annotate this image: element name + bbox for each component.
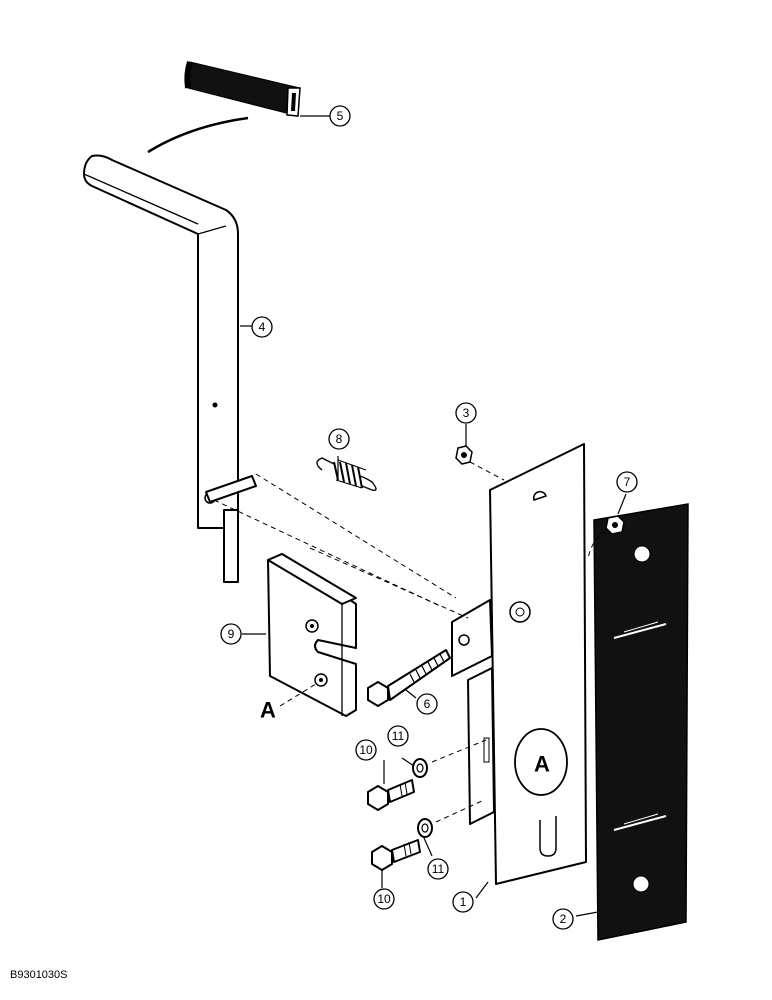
nut-3-part xyxy=(455,445,473,465)
leader-lines xyxy=(240,115,627,917)
assembly-lines xyxy=(213,461,607,823)
callout-11-lower: 11 xyxy=(427,858,449,880)
gasket-part xyxy=(593,503,689,941)
washer-11-upper-part xyxy=(412,758,428,778)
nut-7-part xyxy=(605,515,625,535)
grip-arrow xyxy=(147,116,249,154)
callout-1-label: 1 xyxy=(460,895,467,909)
callout-3: 3 xyxy=(455,402,477,424)
bolt-10-upper-part xyxy=(367,779,415,811)
callout-10-upper-label: 10 xyxy=(359,743,373,757)
callout-8-label: 8 xyxy=(336,432,343,446)
bolt-10-lower-part xyxy=(371,839,421,871)
callout-10-lower: 10 xyxy=(373,888,395,910)
latch-bracket-part xyxy=(267,553,357,717)
detail-a-label-plate: A xyxy=(534,752,550,777)
callout-3-label: 3 xyxy=(463,406,470,420)
lever-part xyxy=(83,154,257,583)
callout-8: 8 xyxy=(328,428,350,450)
callout-1: 1 xyxy=(452,891,474,913)
figure-code: B9301030S xyxy=(10,969,68,981)
mounting-plate-part xyxy=(451,443,587,885)
callout-5-label: 5 xyxy=(337,109,344,123)
spring-part xyxy=(316,457,377,492)
callout-7-label: 7 xyxy=(624,475,631,489)
callout-2-label: 2 xyxy=(560,912,567,926)
callout-6-label: 6 xyxy=(424,697,431,711)
callout-2: 2 xyxy=(552,908,574,930)
callout-10-lower-label: 10 xyxy=(377,892,391,906)
callout-9: 9 xyxy=(220,623,242,645)
washer-11-lower-part xyxy=(417,818,433,838)
callout-4-label: 4 xyxy=(259,320,266,334)
callout-7: 7 xyxy=(616,471,638,493)
detail-a-label-left: A xyxy=(260,698,276,723)
callout-11-upper: 11 xyxy=(387,725,409,747)
callout-9-label: 9 xyxy=(228,627,235,641)
callout-11-lower-label: 11 xyxy=(432,862,445,876)
bolt-6-part xyxy=(367,649,451,707)
callout-5: 5 xyxy=(329,105,351,127)
callout-11-upper-label: 11 xyxy=(392,729,405,743)
callout-6: 6 xyxy=(416,693,438,715)
grip-part xyxy=(184,61,301,117)
callout-10-upper: 10 xyxy=(355,739,377,761)
callout-4: 4 xyxy=(251,316,273,338)
